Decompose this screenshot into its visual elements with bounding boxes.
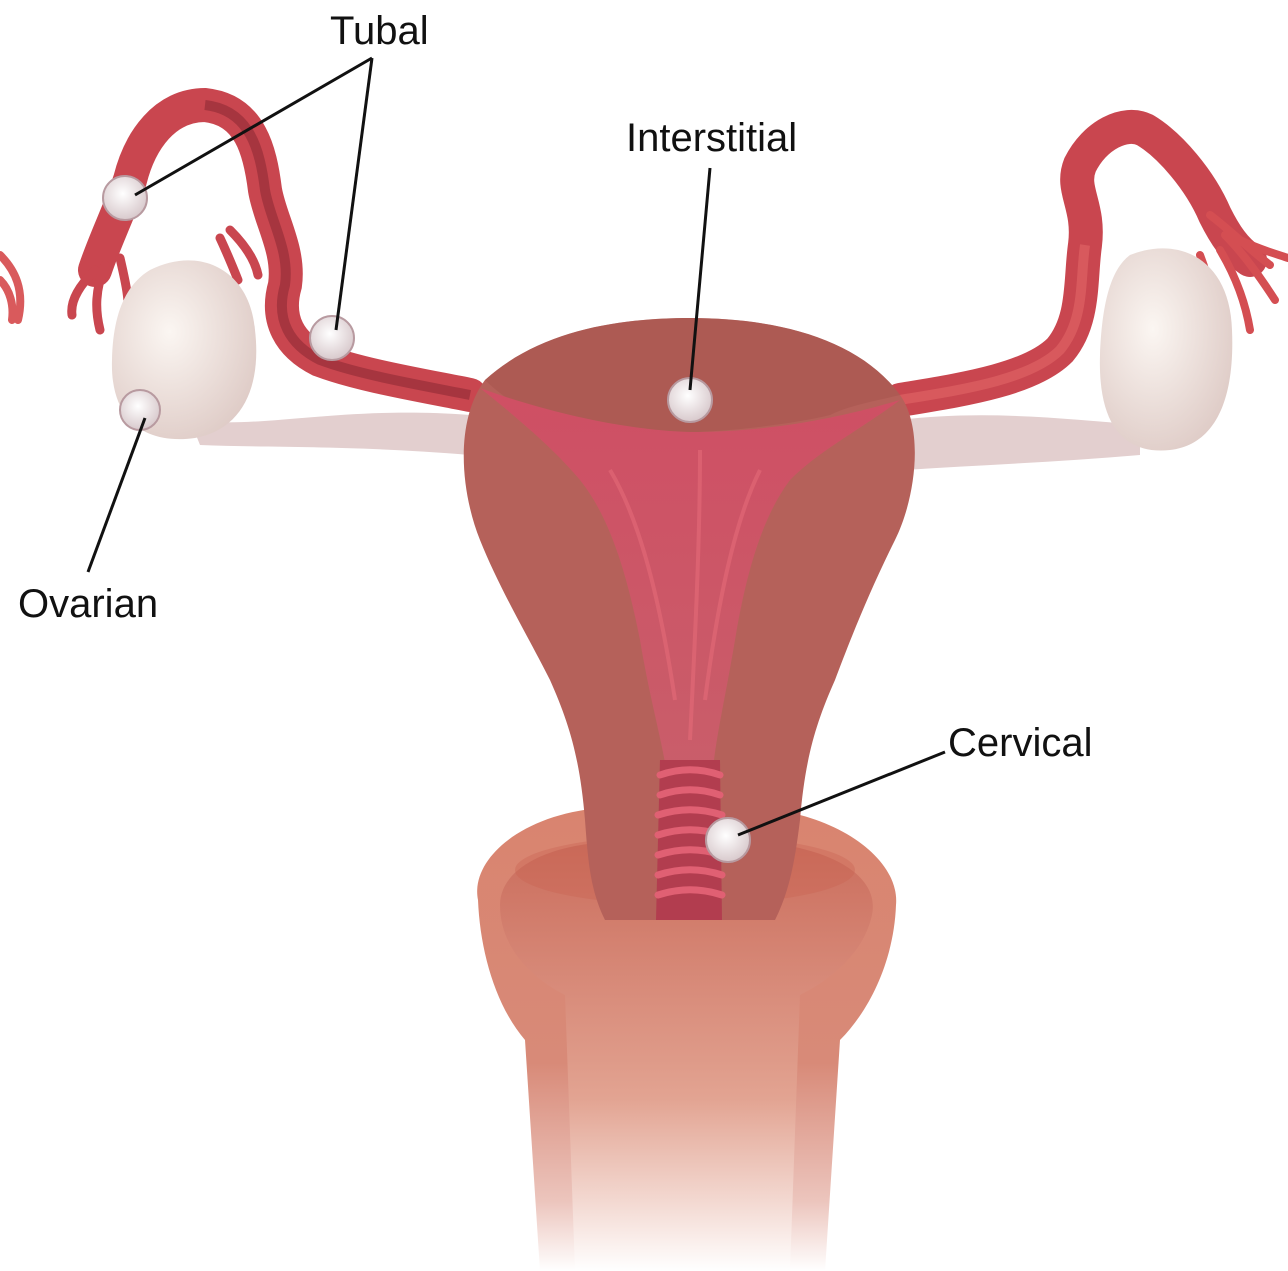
right-ovary <box>1100 248 1232 450</box>
label-tubal: Tubal <box>330 9 429 53</box>
label-interstitial: Interstitial <box>626 116 797 160</box>
site-ovarian <box>120 390 160 430</box>
site-tubal-upper <box>103 176 147 220</box>
label-cervical: Cervical <box>948 721 1092 765</box>
site-cervical <box>706 818 750 862</box>
leader-tubal-lower <box>336 58 372 330</box>
label-ovarian: Ovarian <box>18 582 158 626</box>
leader-ovarian <box>88 418 145 572</box>
site-tubal-lower <box>310 316 354 360</box>
